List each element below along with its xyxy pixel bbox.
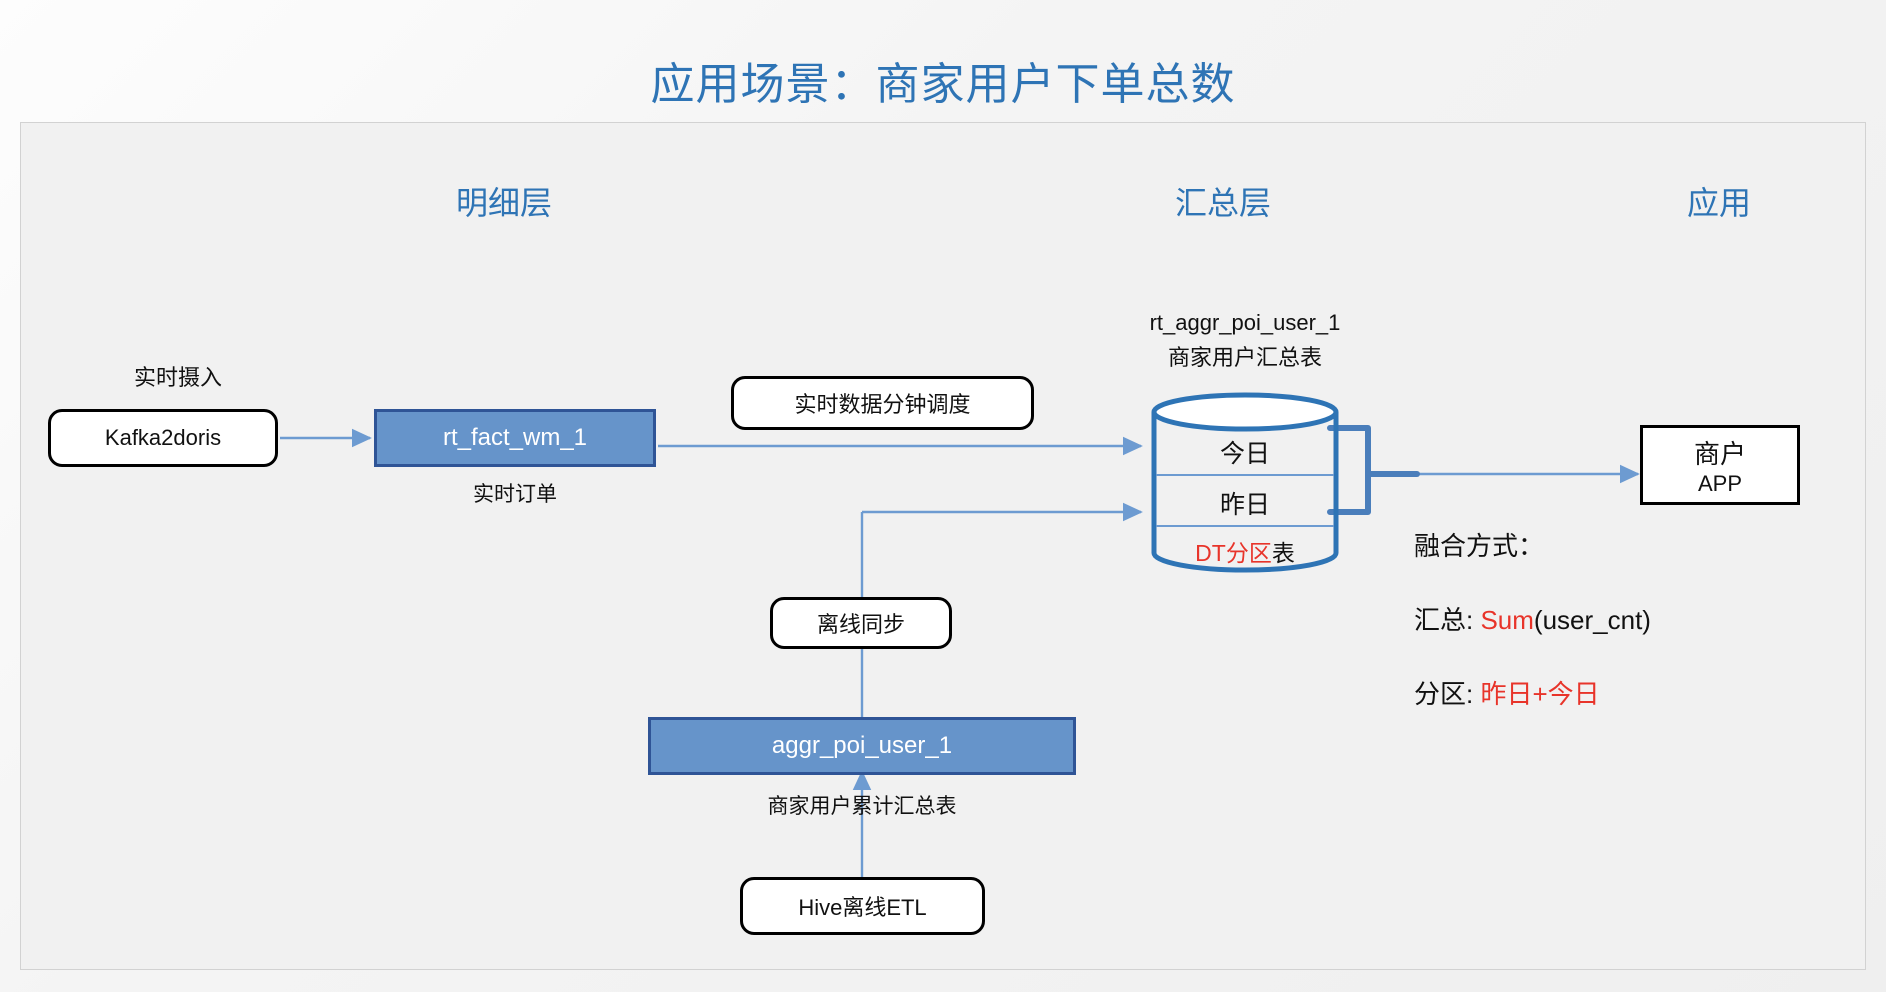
- cylinder-caption-table-desc: 商家用户汇总表: [1167, 345, 1322, 370]
- hive-offline-etl-node[interactable]: Hive离线ETL: [740, 877, 985, 935]
- merchant-app-line2: APP: [1697, 470, 1743, 496]
- notes-aggregation-suffix: (user_cnt): [1533, 605, 1651, 635]
- kafka2doris-node[interactable]: Kafka2doris: [48, 409, 278, 467]
- column-header-application: 应用: [1687, 185, 1752, 221]
- merchant-app-node[interactable]: 商户 APP: [1640, 425, 1800, 505]
- aggr-poi-user-1-caption: 商家用户累计汇总表: [767, 795, 957, 818]
- rt-fact-wm-1-caption: 实时订单: [473, 483, 557, 506]
- aggr-poi-user-1-node[interactable]: aggr_poi_user_1: [648, 717, 1076, 775]
- notes-heading: 融合方式：: [1414, 531, 1545, 561]
- notes-partition-line: 分区: 昨日+今日: [1414, 674, 1600, 711]
- cylinder-row-yesterday: 昨日: [1219, 491, 1270, 519]
- column-header-summary: 汇总层: [1175, 185, 1272, 221]
- cylinder-footer-partition: DT分区表: [1151, 534, 1339, 568]
- rt-aggr-poi-user-1-cylinder[interactable]: 今日 昨日 DT分区表: [1151, 390, 1339, 575]
- page-title: 应用场景：商家用户下单总数: [650, 60, 1236, 109]
- notes-aggregation-line: 汇总: Sum(user_cnt): [1414, 600, 1651, 637]
- notes-partition-prefix: 分区:: [1414, 679, 1481, 709]
- cylinder-row-today: 今日: [1219, 440, 1270, 468]
- column-header-detail: 明细层: [456, 185, 553, 221]
- notes-partition-value: 昨日+今日: [1480, 679, 1600, 709]
- diagram-panel: [20, 122, 1866, 970]
- offline-sync-node[interactable]: 离线同步: [770, 597, 952, 649]
- cylinder-footer-black-text: 表: [1271, 540, 1295, 566]
- notes-aggregation-function: Sum: [1480, 605, 1534, 635]
- rt-fact-wm-1-node[interactable]: rt_fact_wm_1: [374, 409, 656, 467]
- minute-schedule-node[interactable]: 实时数据分钟调度: [731, 376, 1034, 430]
- notes-aggregation-prefix: 汇总:: [1414, 605, 1481, 635]
- merchant-app-line1: 商户: [1693, 438, 1746, 469]
- kafka-caption: 实时摄入: [133, 365, 222, 390]
- cylinder-caption-table-name: rt_aggr_poi_user_1: [1149, 310, 1341, 335]
- cylinder-footer-red-text: DT分区: [1195, 540, 1272, 566]
